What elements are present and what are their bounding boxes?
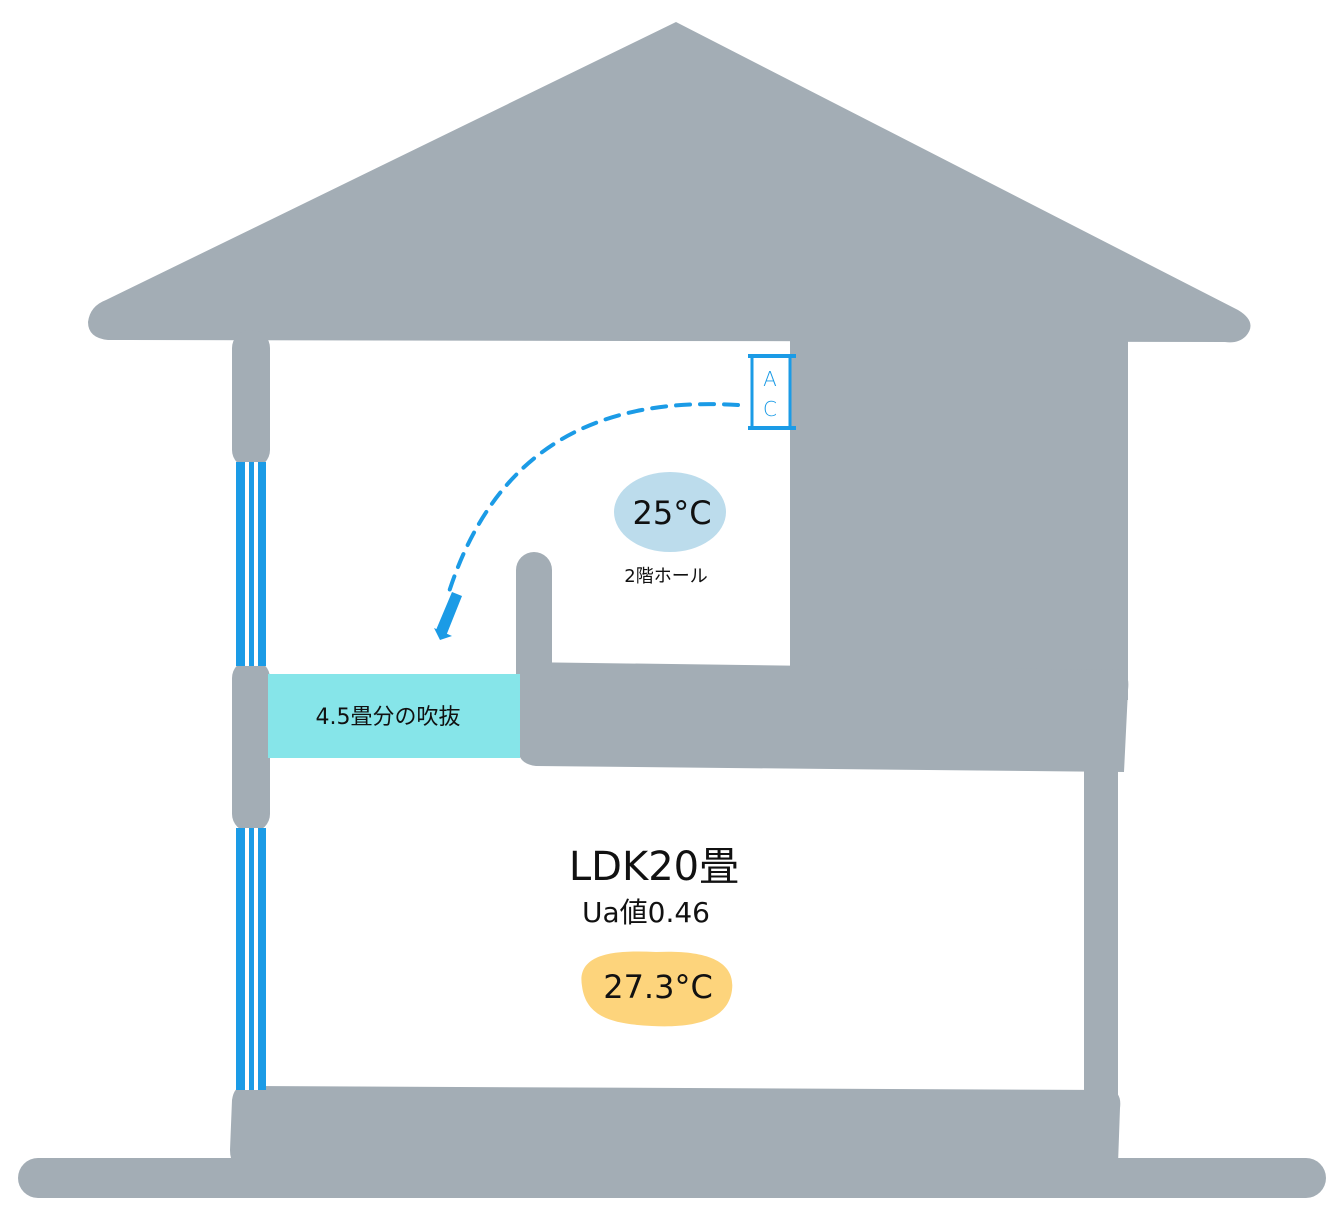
upper-right-block <box>790 338 1128 700</box>
lower-temperature: 27.3°C <box>603 968 713 1006</box>
ground-line <box>18 1158 1326 1198</box>
ac-label-a: A <box>763 367 777 391</box>
airflow-arrow <box>446 402 740 597</box>
foundation <box>230 1086 1121 1170</box>
upper-room-label: 2階ホール <box>624 566 707 587</box>
left-wall-upper <box>232 330 270 468</box>
void-railing-post <box>516 552 552 692</box>
left-window-lower <box>236 828 266 1090</box>
airflow-arrowhead-tip <box>434 628 452 640</box>
roof <box>88 22 1251 343</box>
air-conditioner-icon: A C <box>748 354 796 430</box>
upper-temp-badge <box>614 472 726 552</box>
airflow-arrowhead <box>436 592 462 636</box>
left-wall-middle <box>232 660 270 832</box>
ldk-room-label: LDK20畳 <box>569 844 739 890</box>
left-window-upper <box>236 462 266 666</box>
upper-temperature: 25°C <box>632 494 711 532</box>
ac-label-c: C <box>763 397 777 421</box>
ua-value-label: Ua値0.46 <box>582 896 710 929</box>
void-area <box>268 674 520 758</box>
right-wall-lower <box>1084 690 1118 1110</box>
second-floor-slab <box>518 662 1129 772</box>
void-label: 4.5畳分の吹抜 <box>316 705 461 730</box>
lower-temp-badge <box>581 951 733 1027</box>
